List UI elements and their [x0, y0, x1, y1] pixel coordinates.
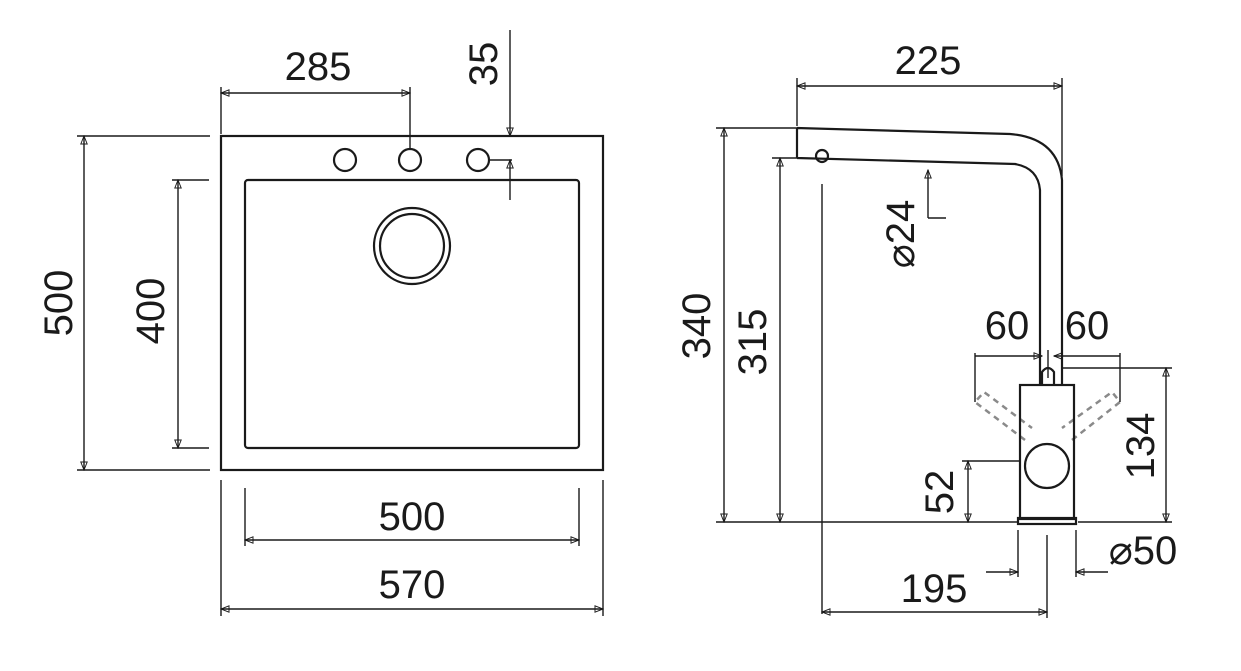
- faucet-handle: [1023, 442, 1071, 490]
- dim-base-diameter: ⌀50: [986, 529, 1177, 577]
- dim-outer-width-label: 570: [379, 563, 446, 607]
- dim-hole-offset-label: 285: [285, 45, 352, 89]
- dim-lever-left-label: 60: [985, 304, 1030, 348]
- faucet-spout: [795, 126, 1064, 385]
- dim-lever-swing: 60 60: [974, 304, 1121, 402]
- dim-outer-depth: 500: [37, 136, 210, 470]
- faucet-side-view: [795, 126, 1122, 526]
- lever-swing-right: [1061, 390, 1122, 441]
- dim-outer-width: 570: [221, 480, 603, 616]
- faucet-base: [1016, 516, 1078, 526]
- dim-hole-setback: 35: [462, 30, 515, 200]
- dim-bowl-depth-label: 400: [129, 278, 173, 345]
- dim-hole-offset: 285: [221, 45, 410, 150]
- sink-bowl-outline: [243, 178, 581, 450]
- dim-outer-depth-label: 500: [37, 270, 81, 337]
- dim-lever-height-label: 134: [1119, 413, 1163, 480]
- dim-spout-diameter-label: ⌀24: [879, 200, 923, 269]
- dim-base-height: 52: [918, 461, 1020, 522]
- drain-outer: [372, 206, 452, 286]
- tap-hole-right: [465, 147, 491, 173]
- dim-total-height-label: 340: [675, 293, 719, 360]
- dim-hole-setback-label: 35: [462, 42, 506, 87]
- faucet-body: [1018, 383, 1076, 521]
- dim-reach-from-center: 195: [822, 535, 1047, 618]
- dim-base-height-label: 52: [918, 470, 962, 515]
- sink-top-view: [219, 134, 605, 472]
- dim-reach-from-center-label: 195: [901, 567, 968, 611]
- dim-spout-height-label: 315: [731, 309, 775, 376]
- lever-swing-left: [973, 390, 1033, 441]
- dim-total-height: 340: [675, 128, 1018, 522]
- dim-spout-diameter: ⌀24: [879, 170, 946, 268]
- dim-spout-reach: 225: [797, 39, 1062, 176]
- dim-lever-height: 134: [1062, 368, 1172, 522]
- dim-spout-reach-label: 225: [895, 39, 962, 83]
- drain-inner: [378, 212, 446, 280]
- dim-base-diameter-label: ⌀50: [1109, 529, 1178, 573]
- dim-lever-right-label: 60: [1065, 304, 1110, 348]
- dim-bowl-width-label: 500: [379, 495, 446, 539]
- dim-bowl-depth: 400: [129, 180, 209, 448]
- sink-outer-outline: [219, 134, 605, 472]
- dim-bowl-width: 500: [245, 488, 579, 546]
- tap-hole-left: [332, 147, 358, 173]
- tap-hole-center: [397, 147, 423, 173]
- dim-spout-height: 315: [731, 158, 823, 614]
